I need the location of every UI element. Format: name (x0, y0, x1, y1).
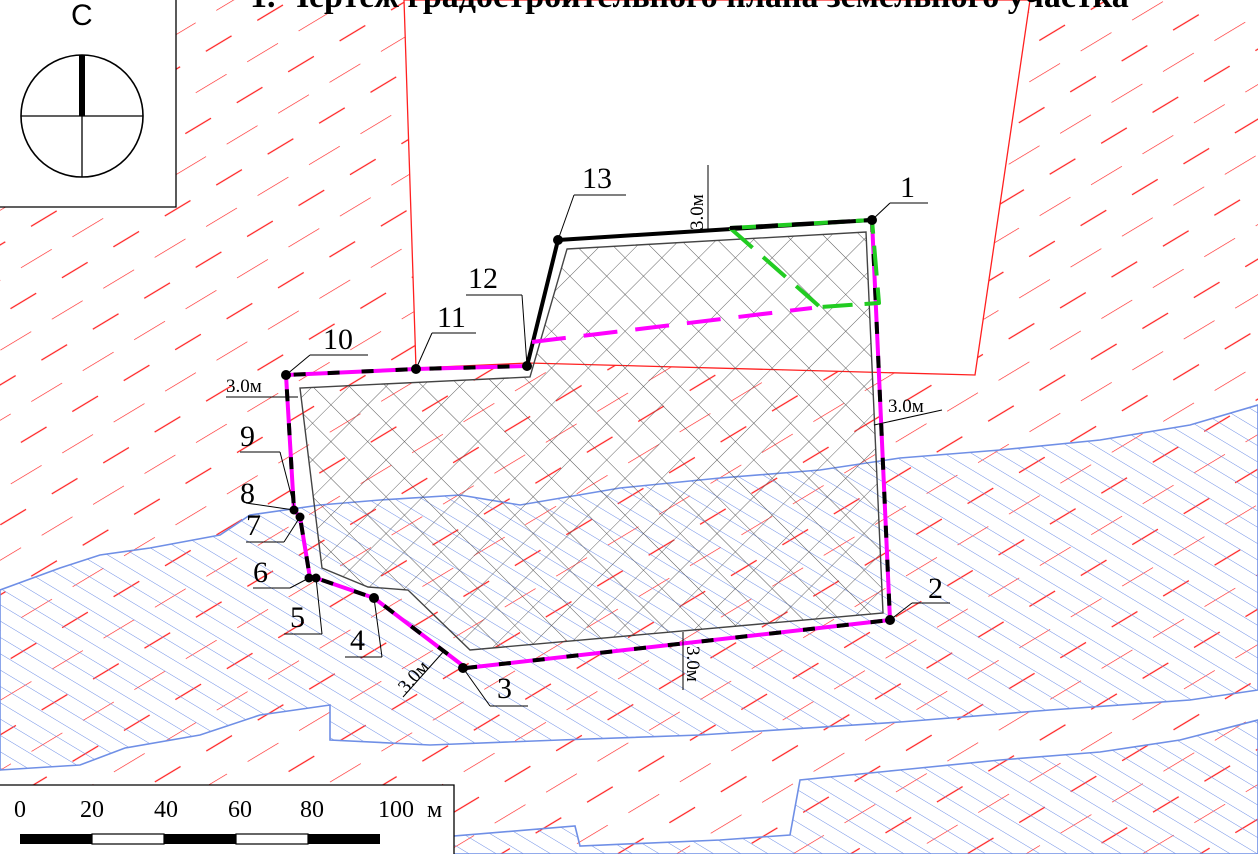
vertex-13-label: 13 (582, 162, 612, 195)
setback-right: 3.0м (873, 396, 943, 426)
svg-text:3.0м: 3.0м (226, 376, 262, 397)
vertex-12: 12 (466, 262, 532, 371)
setback-bottom: 3.0м (682, 632, 703, 690)
north-arrow-panel: С (0, 0, 177, 208)
scale-tick-100: 100 (378, 797, 414, 823)
vertex-8-label: 8 (240, 477, 255, 510)
svg-text:3.0м: 3.0м (682, 646, 703, 682)
vertex-4: 4 (345, 593, 383, 658)
svg-text:3.0м: 3.0м (687, 194, 708, 230)
buildable-zone (299, 231, 884, 651)
page-title: 1. Чертеж градостроительного плана земел… (0, 0, 1258, 16)
vertex-10: 10 (281, 323, 368, 380)
setback-top: 3.0м (687, 165, 709, 230)
vertex-11: 11 (411, 301, 476, 374)
vertex-8: 8 (240, 477, 299, 515)
scale-tick-80: 80 (300, 797, 324, 823)
scale-segment-4 (235, 833, 309, 845)
north-letter: С (71, 0, 93, 32)
svg-text:3.0м: 3.0м (888, 396, 924, 417)
setback-left: 3.0м (226, 376, 298, 398)
scale-unit: м (427, 797, 442, 823)
vertex-5: 5 (284, 573, 323, 635)
vertex-13: 13 (553, 162, 626, 245)
vertex-12-label: 12 (468, 262, 498, 295)
vertex-2: 2 (885, 572, 950, 625)
scale-tick-40: 40 (154, 797, 178, 823)
vertex-9: 9 (240, 420, 295, 507)
vertex-2-label: 2 (928, 572, 943, 605)
scale-tick-0: 0 (14, 797, 26, 823)
vertex-1: 1 (867, 171, 928, 225)
vertex-9-label: 9 (240, 420, 255, 453)
vertex-3: 3 (458, 663, 528, 707)
scale-segment-1 (20, 834, 92, 844)
vertex-1-label: 1 (900, 171, 915, 204)
scale-segment-2 (91, 833, 165, 845)
vertex-5-label: 5 (290, 601, 305, 634)
vertex-points: 1 2 3 4 5 (240, 162, 950, 707)
vertex-7: 7 (246, 509, 305, 543)
vertex-6-label: 6 (253, 556, 268, 589)
scale-segment-5 (308, 834, 380, 844)
vertex-4-label: 4 (350, 624, 365, 657)
vertex-3-label: 3 (497, 672, 512, 705)
vertex-6: 6 (253, 556, 314, 589)
scale-tick-60: 60 (228, 797, 252, 823)
scale-bar: 0 20 40 60 80 100 м (0, 784, 455, 854)
scale-tick-20: 20 (80, 797, 104, 823)
scale-segment-3 (164, 834, 236, 844)
vertex-7-label: 7 (246, 509, 261, 542)
vertex-10-label: 10 (323, 323, 353, 356)
vertex-11-label: 11 (437, 301, 466, 334)
